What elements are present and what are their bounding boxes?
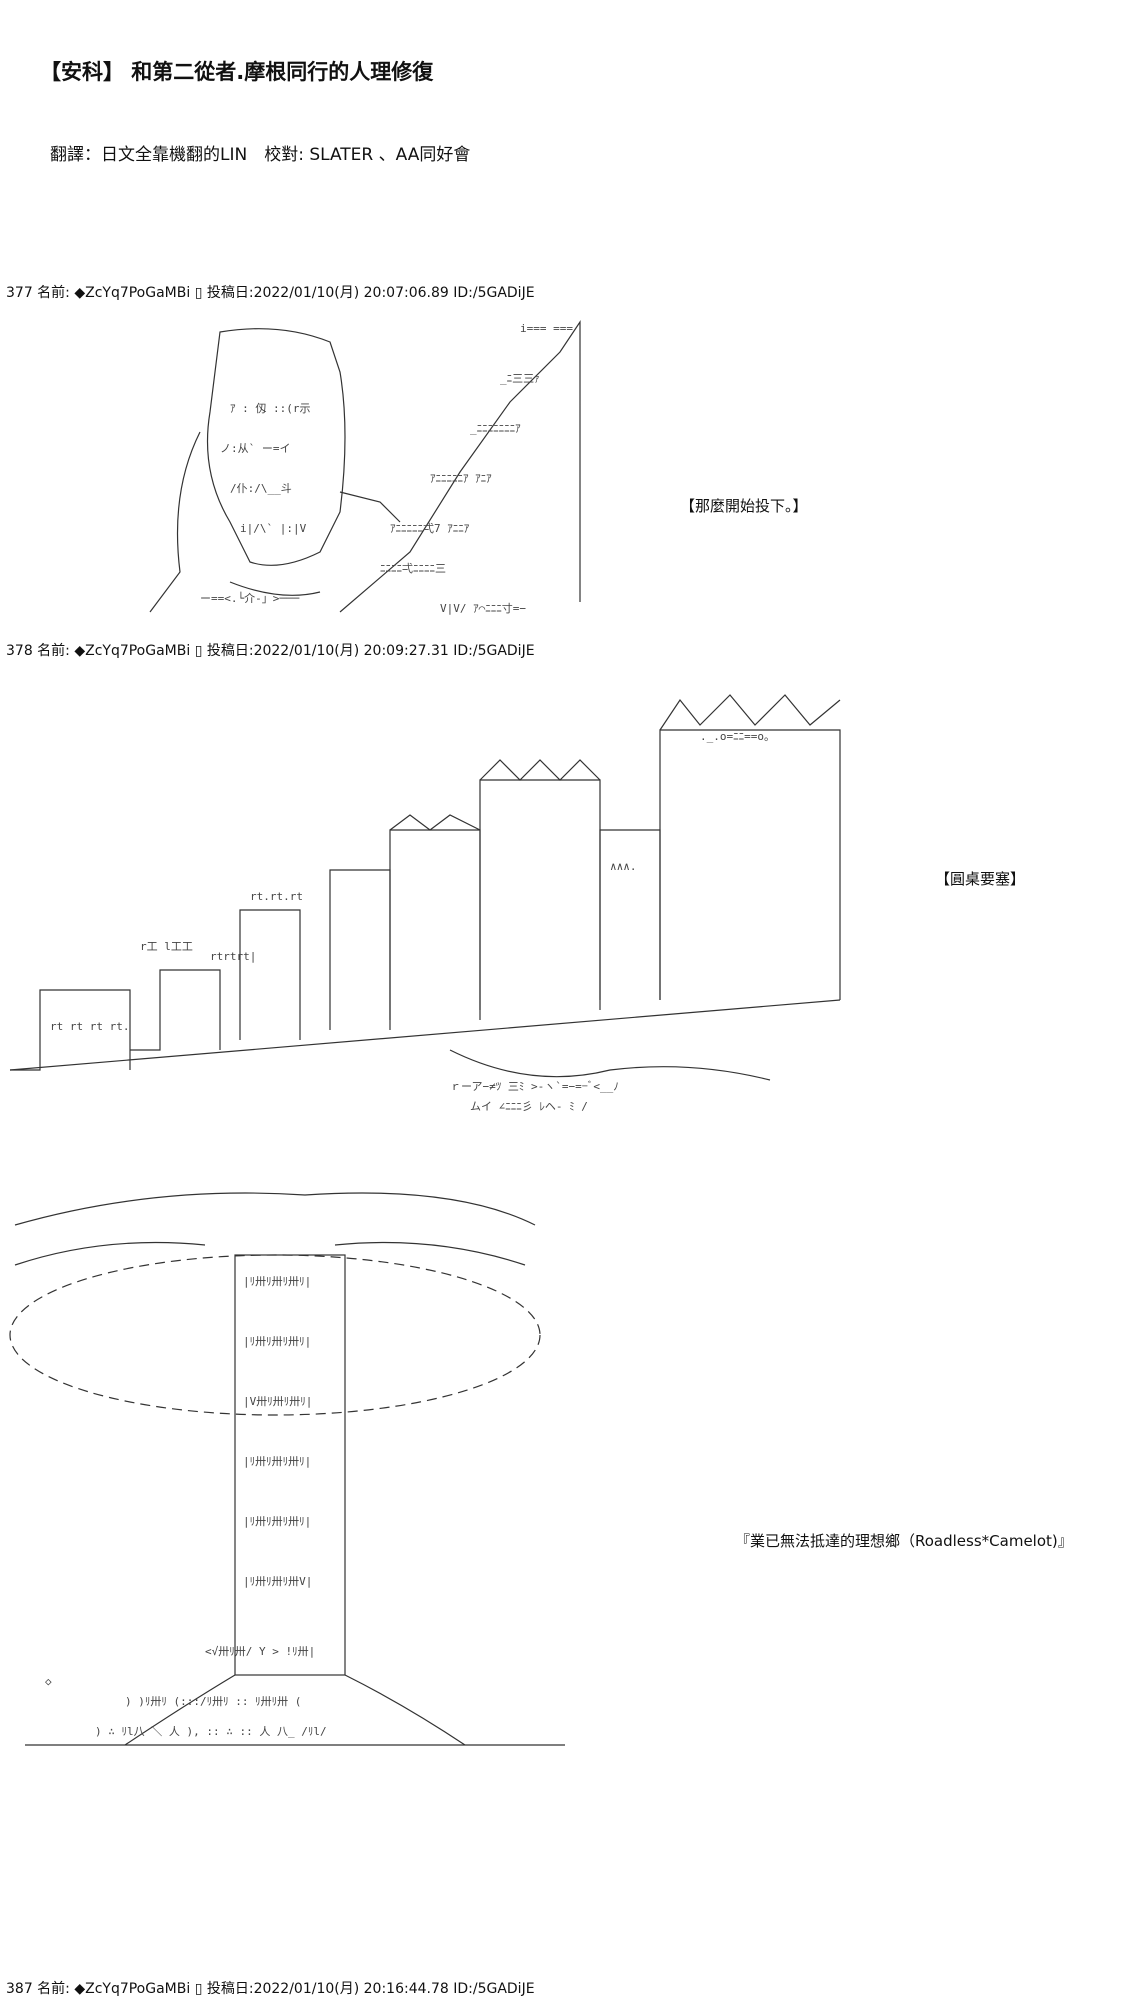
svg-text:_ﾆ三三ｧ: _ﾆ三三ｧ [500, 372, 540, 385]
svg-text:rtrtrt|: rtrtrt| [210, 950, 256, 963]
svg-text:<√卅ﾘ卅/ Y > !ﾘ卅|: <√卅ﾘ卅/ Y > !ﾘ卅| [205, 1645, 315, 1658]
svg-text:) )ﾘ卅ﾘ (:::/ﾘ卅ﾘ :: ﾘ卅ﾘ卅 (: ) )ﾘ卅ﾘ (:::/ﾘ卅ﾘ :: ﾘ卅ﾘ卅 ( [125, 1695, 301, 1708]
svg-text:ー==<.└介-」>───: ー==<.└介-」>─── [200, 591, 300, 605]
svg-text:i=== ===: i=== === [520, 322, 573, 335]
post-header-377: 377 名前: ◆ZcYq7PoGaMBi ▯ 投稿日:2022/01/10(月… [6, 285, 535, 301]
svg-text:) ∴ ﾘl八 ＼ 人 ), :: ∴ :: 人 八_ /ﾘ: ) ∴ ﾘl八 ＼ 人 ), :: ∴ :: 人 八_ /ﾘl/ [95, 1725, 327, 1738]
svg-text:_ﾆﾆﾆﾆﾆﾆﾆｱ: _ﾆﾆﾆﾆﾆﾆﾆｱ [470, 422, 521, 435]
svg-text:/仆:/\__斗: /仆:/\__斗 [230, 482, 292, 495]
svg-text:|V卅ﾘ卅ﾘ卅ﾘ|: |V卅ﾘ卅ﾘ卅ﾘ| [243, 1395, 312, 1408]
svg-text:◇: ◇ [45, 1675, 52, 1688]
page-title: 【安科】 和第二從者.摩根同行的人理修復 [40, 60, 434, 84]
svg-text:ｱﾆﾆﾆﾆﾆ弌7 ｱﾆﾆｱ: ｱﾆﾆﾆﾆﾆ弌7 ｱﾆﾆｱ [390, 522, 470, 535]
caption-378: 【圓桌要塞】 [935, 870, 1026, 888]
post-header-387: 387 名前: ◆ZcYq7PoGaMBi ▯ 投稿日:2022/01/10(月… [6, 1981, 535, 1997]
post-header-378: 378 名前: ◆ZcYq7PoGaMBi ▯ 投稿日:2022/01/10(月… [6, 643, 535, 659]
caption-roadless-camelot: 『業已無法抵達的理想鄉（Roadless*Camelot)』 [735, 1532, 1073, 1550]
translation-credit: 翻譯：日文全靠機翻的LIN 校對: SLATER 、AA同好會 [50, 145, 471, 165]
ascii-art-round-table-fortress: rt rt rt rt. r工 l工工 rtrtrt| rt.rt.rt ._.… [9, 694, 841, 1113]
svg-text:._.o=ﾆﾆ==o。: ._.o=ﾆﾆ==o。 [700, 730, 775, 743]
svg-text:|ﾘ卅ﾘ卅ﾘ卅ﾘ|: |ﾘ卅ﾘ卅ﾘ卅ﾘ| [243, 1455, 311, 1468]
svg-text:V|V/ ｱ⌒ﾆﾆﾆ寸=−: V|V/ ｱ⌒ﾆﾆﾆ寸=− [440, 601, 526, 615]
svg-text:i|/\` |:|V: i|/\` |:|V [240, 522, 307, 535]
svg-text:ｱ : 仭 ::(r示: ｱ : 仭 ::(r示 [230, 402, 310, 415]
svg-text:ｒーア−≠ﾂ 三ﾐ >-ヽ`=−=−ﾞ<__ﾉ: ｒーア−≠ﾂ 三ﾐ >-ヽ`=−=−ﾞ<__ﾉ [450, 1080, 619, 1093]
svg-text:|ﾘ卅ﾘ卅ﾘ卅ﾘ|: |ﾘ卅ﾘ卅ﾘ卅ﾘ| [243, 1515, 311, 1528]
svg-text:ムイ ∠ﾆﾆﾆ彡 ﾚヘ- ﾐ /: ムイ ∠ﾆﾆﾆ彡 ﾚヘ- ﾐ / [470, 1100, 588, 1113]
ascii-art-roadless-camelot: |ﾘ卅ﾘ卅ﾘ卅ﾘ| |ﾘ卅ﾘ卅ﾘ卅ﾘ| |V卅ﾘ卅ﾘ卅ﾘ| |ﾘ卅ﾘ卅ﾘ卅ﾘ| … [9, 1192, 565, 1746]
svg-text:r工 l工工: r工 l工工 [140, 940, 193, 953]
svg-text:ｱﾆﾆﾆﾆﾆｱ ｱﾆｱ: ｱﾆﾆﾆﾆﾆｱ ｱﾆｱ [430, 472, 492, 485]
svg-text:ノ:从` ー=イ: ノ:从` ー=イ [220, 442, 291, 455]
svg-text:rt.rt.rt: rt.rt.rt [250, 890, 303, 903]
svg-text:|ﾘ卅ﾘ卅ﾘ卅V|: |ﾘ卅ﾘ卅ﾘ卅V| [243, 1575, 312, 1588]
caption-377: 【那麼開始投下。】 [680, 497, 808, 515]
svg-text:rt rt rt rt.: rt rt rt rt. [50, 1020, 129, 1033]
svg-text:|ﾘ卅ﾘ卅ﾘ卅ﾘ|: |ﾘ卅ﾘ卅ﾘ卅ﾘ| [243, 1275, 311, 1288]
svg-text:∧∧∧.: ∧∧∧. [610, 860, 637, 873]
svg-text:ﾆﾆﾆﾆ弌ﾆﾆﾆﾆ三: ﾆﾆﾆﾆ弌ﾆﾆﾆﾆ三 [380, 562, 446, 575]
svg-text:|ﾘ卅ﾘ卅ﾘ卅ﾘ|: |ﾘ卅ﾘ卅ﾘ卅ﾘ| [243, 1335, 311, 1348]
ascii-art-morgan-hill: ｱ : 仭 ::(r示 ノ:从` ー=イ /仆:/\__斗 i|/\` |:|V… [149, 320, 581, 615]
